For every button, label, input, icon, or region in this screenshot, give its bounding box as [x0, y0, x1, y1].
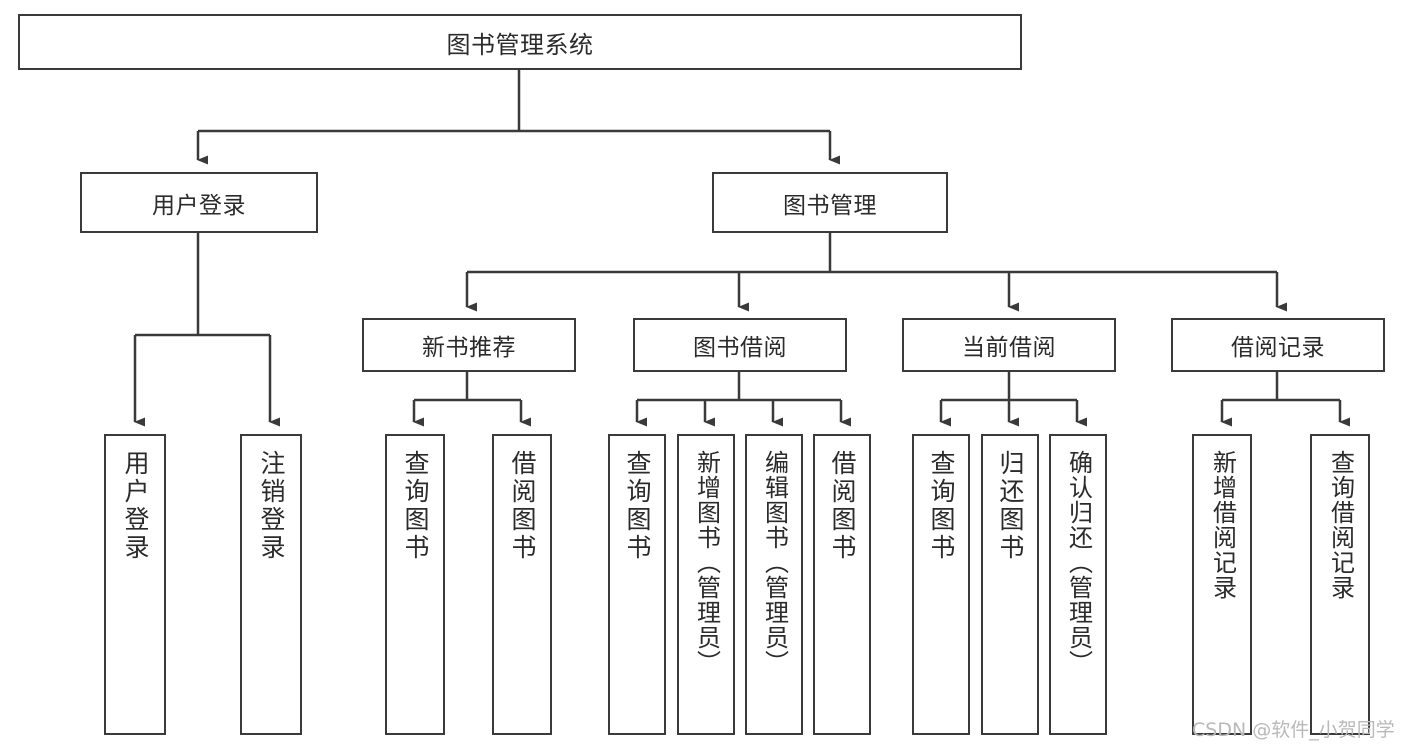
node-new-book-recommend-label: 新书推荐: [422, 335, 516, 361]
leaf-user-login-label: 用户登录: [121, 450, 150, 562]
leaf-query-book-borrow[interactable]: 查询图书: [608, 434, 666, 735]
node-user-login[interactable]: 用户登录: [80, 172, 318, 233]
leaf-query-book-recommend[interactable]: 查询图书: [385, 434, 445, 735]
leaf-return-book-label: 归还图书: [996, 450, 1025, 562]
leaf-borrow-book-recommend[interactable]: 借阅图书: [492, 434, 552, 735]
node-borrow-record-label: 借阅记录: [1231, 335, 1325, 361]
leaf-return-book[interactable]: 归还图书: [981, 434, 1039, 735]
leaf-query-book-recommend-label: 查询图书: [401, 450, 430, 562]
leaf-edit-book-admin-label: 编辑图书（管理员）: [760, 450, 789, 675]
leaf-logout[interactable]: 注销登录: [240, 434, 302, 735]
node-book-borrow[interactable]: 图书借阅: [633, 318, 847, 372]
leaf-confirm-return-admin[interactable]: 确认归还（管理员）: [1049, 434, 1107, 735]
leaf-add-borrow-record-label: 新增借阅记录: [1208, 450, 1237, 600]
leaf-add-borrow-record[interactable]: 新增借阅记录: [1192, 434, 1252, 735]
leaf-borrow-book-label: 借阅图书: [828, 450, 857, 562]
node-new-book-recommend[interactable]: 新书推荐: [362, 318, 576, 372]
leaf-confirm-return-admin-label: 确认归还（管理员）: [1064, 450, 1093, 675]
leaf-query-borrow-record[interactable]: 查询借阅记录: [1310, 434, 1370, 735]
leaf-query-borrow-record-label: 查询借阅记录: [1326, 450, 1355, 600]
leaf-edit-book-admin[interactable]: 编辑图书（管理员）: [745, 434, 803, 735]
csdn-watermark: CSDN @软件_小贺同学: [1192, 719, 1395, 741]
leaf-add-book-admin[interactable]: 新增图书（管理员）: [677, 434, 735, 735]
leaf-query-book-current-label: 查询图书: [927, 450, 956, 562]
node-borrow-record[interactable]: 借阅记录: [1171, 318, 1385, 372]
node-current-borrow[interactable]: 当前借阅: [902, 318, 1116, 372]
leaf-query-book-current[interactable]: 查询图书: [912, 434, 970, 735]
leaf-logout-label: 注销登录: [257, 450, 286, 562]
node-user-login-label: 用户登录: [152, 192, 246, 219]
leaf-query-book-borrow-label: 查询图书: [623, 450, 652, 562]
node-root-label: 图书管理系统: [446, 30, 594, 59]
leaf-borrow-book[interactable]: 借阅图书: [813, 434, 871, 735]
leaf-borrow-book-recommend-label: 借阅图书: [508, 450, 537, 562]
node-root[interactable]: 图书管理系统: [18, 14, 1022, 70]
leaf-add-book-admin-label: 新增图书（管理员）: [692, 450, 721, 675]
node-current-borrow-label: 当前借阅: [962, 335, 1056, 361]
node-book-borrow-label: 图书借阅: [693, 335, 787, 361]
node-book-management[interactable]: 图书管理: [712, 172, 948, 233]
node-book-management-label: 图书管理: [783, 192, 877, 219]
leaf-user-login[interactable]: 用户登录: [104, 434, 166, 735]
